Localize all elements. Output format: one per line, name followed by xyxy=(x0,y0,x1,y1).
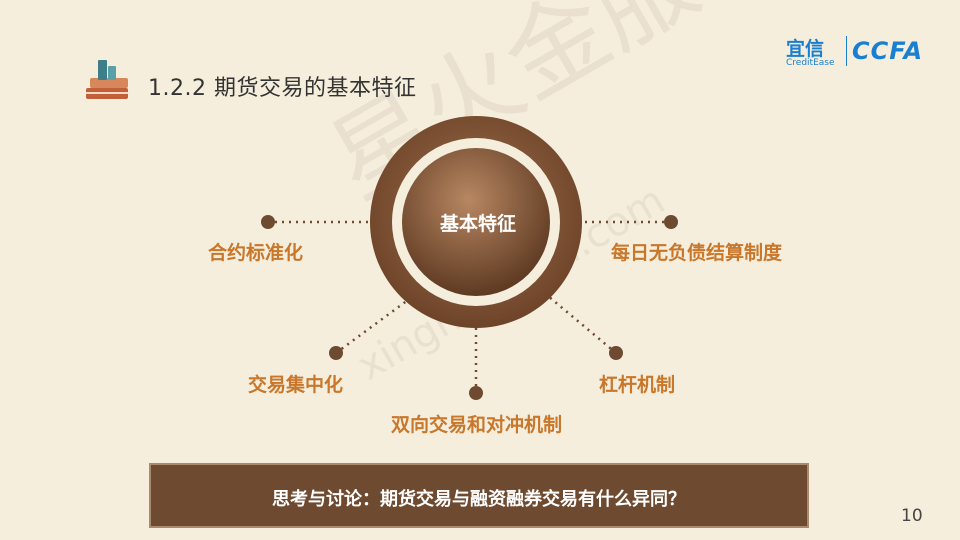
logo-chinese-text: 宜信 xyxy=(786,38,825,60)
page-title: 1.2.2 期货交易的基本特征 xyxy=(148,76,417,101)
center-circle xyxy=(402,148,550,296)
feature-dot-4 xyxy=(609,346,623,360)
feature-dot-3 xyxy=(469,386,483,400)
feature-label-5: 每日无负债结算制度 xyxy=(611,242,783,264)
feature-label-3: 双向交易和对冲机制 xyxy=(391,414,563,436)
feature-label-2: 交易集中化 xyxy=(248,374,344,396)
connector-line-2 xyxy=(335,298,409,355)
diagram-center-label: 基本特征 xyxy=(439,213,516,235)
connector-line-4 xyxy=(547,295,617,354)
feature-label-1: 合约标准化 xyxy=(208,242,304,264)
logo-divider xyxy=(846,36,847,66)
feature-dot-2 xyxy=(329,346,343,360)
books-icon xyxy=(86,60,128,99)
logo-english-text: CreditEase xyxy=(786,58,835,68)
feature-dot-1 xyxy=(261,215,275,229)
feature-label-4: 杠杆机制 xyxy=(599,374,676,396)
feature-dot-5 xyxy=(664,215,678,229)
company-logo: 宜信 CreditEase CCFA xyxy=(786,34,936,70)
logo-ccfa-text: CCFA xyxy=(852,37,924,65)
discussion-text: 思考与讨论：期货交易与融资融券交易有什么异同？ xyxy=(272,489,686,510)
discussion-box: 思考与讨论：期货交易与融资融券交易有什么异同？ xyxy=(149,463,809,528)
page-number: 10 xyxy=(901,506,923,526)
